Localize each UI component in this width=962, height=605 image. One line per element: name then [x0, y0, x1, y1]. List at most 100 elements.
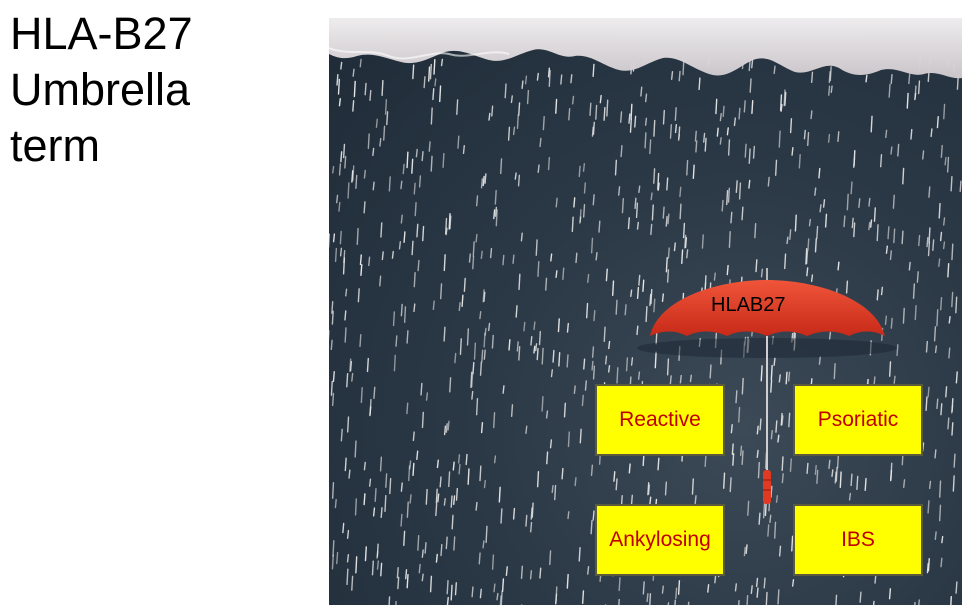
- raindrop: [536, 72, 539, 81]
- raindrop: [908, 73, 911, 85]
- raindrop: [523, 321, 526, 332]
- raindrop: [944, 156, 947, 166]
- raindrop: [679, 203, 682, 220]
- raindrop: [653, 119, 656, 137]
- raindrop: [516, 341, 519, 352]
- raindrop: [644, 132, 647, 149]
- raindrop: [955, 581, 958, 594]
- raindrop: [781, 456, 784, 472]
- raindrop: [412, 431, 415, 442]
- raindrop: [526, 89, 530, 105]
- raindrop: [498, 486, 501, 503]
- raindrop: [587, 565, 590, 575]
- raindrop: [413, 182, 416, 195]
- raindrop: [472, 241, 475, 257]
- raindrop: [573, 385, 576, 394]
- raindrop: [340, 151, 343, 163]
- raindrop: [471, 586, 474, 598]
- raindrop: [621, 198, 624, 214]
- raindrop: [785, 371, 788, 385]
- raindrop: [363, 461, 366, 471]
- raindrop: [755, 577, 759, 587]
- raindrop: [406, 151, 409, 169]
- raindrop: [463, 277, 466, 292]
- raindrop: [933, 326, 937, 342]
- raindrop: [770, 364, 773, 381]
- raindrop: [336, 194, 339, 204]
- raindrop: [368, 256, 371, 267]
- raindrop: [412, 64, 415, 80]
- raindrop: [890, 462, 893, 480]
- raindrop: [810, 110, 813, 120]
- raindrop: [530, 521, 533, 533]
- raindrop: [850, 181, 853, 195]
- raindrop: [927, 500, 930, 514]
- raindrop: [483, 332, 486, 348]
- raindrop: [749, 78, 752, 93]
- raindrop: [582, 163, 586, 172]
- raindrop: [353, 80, 356, 98]
- raindrop: [363, 201, 366, 214]
- raindrop: [774, 159, 778, 176]
- raindrop: [885, 245, 888, 254]
- raindrop: [876, 289, 879, 301]
- raindrop: [530, 507, 533, 520]
- raindrop: [674, 124, 678, 134]
- raindrop: [678, 70, 681, 82]
- raindrop: [674, 599, 677, 605]
- raindrop: [567, 511, 570, 520]
- raindrop: [647, 482, 650, 496]
- raindrop: [777, 434, 780, 443]
- raindrop: [537, 164, 540, 173]
- raindrop: [910, 128, 913, 140]
- raindrop: [890, 73, 893, 85]
- raindrop: [484, 173, 487, 184]
- raindrop: [351, 575, 354, 591]
- raindrop: [936, 116, 939, 129]
- raindrop: [396, 566, 399, 579]
- raindrop: [739, 445, 743, 457]
- raindrop: [336, 73, 339, 86]
- raindrop: [436, 459, 439, 469]
- raindrop: [650, 288, 653, 305]
- raindrop: [515, 305, 518, 318]
- raindrop: [510, 404, 514, 418]
- raindrop: [902, 167, 905, 185]
- raindrop: [890, 317, 893, 329]
- raindrop: [359, 58, 362, 68]
- raindrop: [380, 562, 383, 577]
- raindrop: [400, 180, 403, 190]
- raindrop: [726, 190, 729, 206]
- raindrop: [423, 76, 426, 89]
- raindrop: [454, 352, 457, 364]
- raindrop: [745, 544, 748, 554]
- raindrop: [713, 272, 716, 281]
- raindrop: [372, 147, 375, 157]
- raindrop: [439, 85, 442, 103]
- raindrop: [550, 253, 553, 262]
- raindrop: [865, 74, 868, 83]
- raindrop: [462, 144, 465, 154]
- raindrop: [901, 230, 904, 245]
- raindrop: [475, 398, 479, 416]
- raindrop: [435, 503, 438, 517]
- raindrop: [582, 204, 586, 218]
- umbrella-label: HLAB27: [711, 294, 786, 316]
- raindrop: [777, 589, 780, 605]
- raindrop: [770, 379, 773, 393]
- raindrop: [434, 78, 437, 87]
- raindrop: [940, 403, 943, 416]
- raindrop: [630, 289, 633, 297]
- raindrop: [644, 117, 648, 126]
- raindrop: [403, 306, 407, 324]
- raindrop: [615, 478, 618, 491]
- raindrop: [675, 587, 678, 600]
- raindrop: [650, 192, 653, 201]
- raindrop: [778, 374, 781, 383]
- raindrop: [828, 85, 831, 96]
- raindrop: [512, 254, 515, 265]
- raindrop: [451, 514, 454, 530]
- raindrop: [667, 247, 670, 259]
- raindrop: [583, 358, 586, 370]
- raindrop: [579, 208, 582, 223]
